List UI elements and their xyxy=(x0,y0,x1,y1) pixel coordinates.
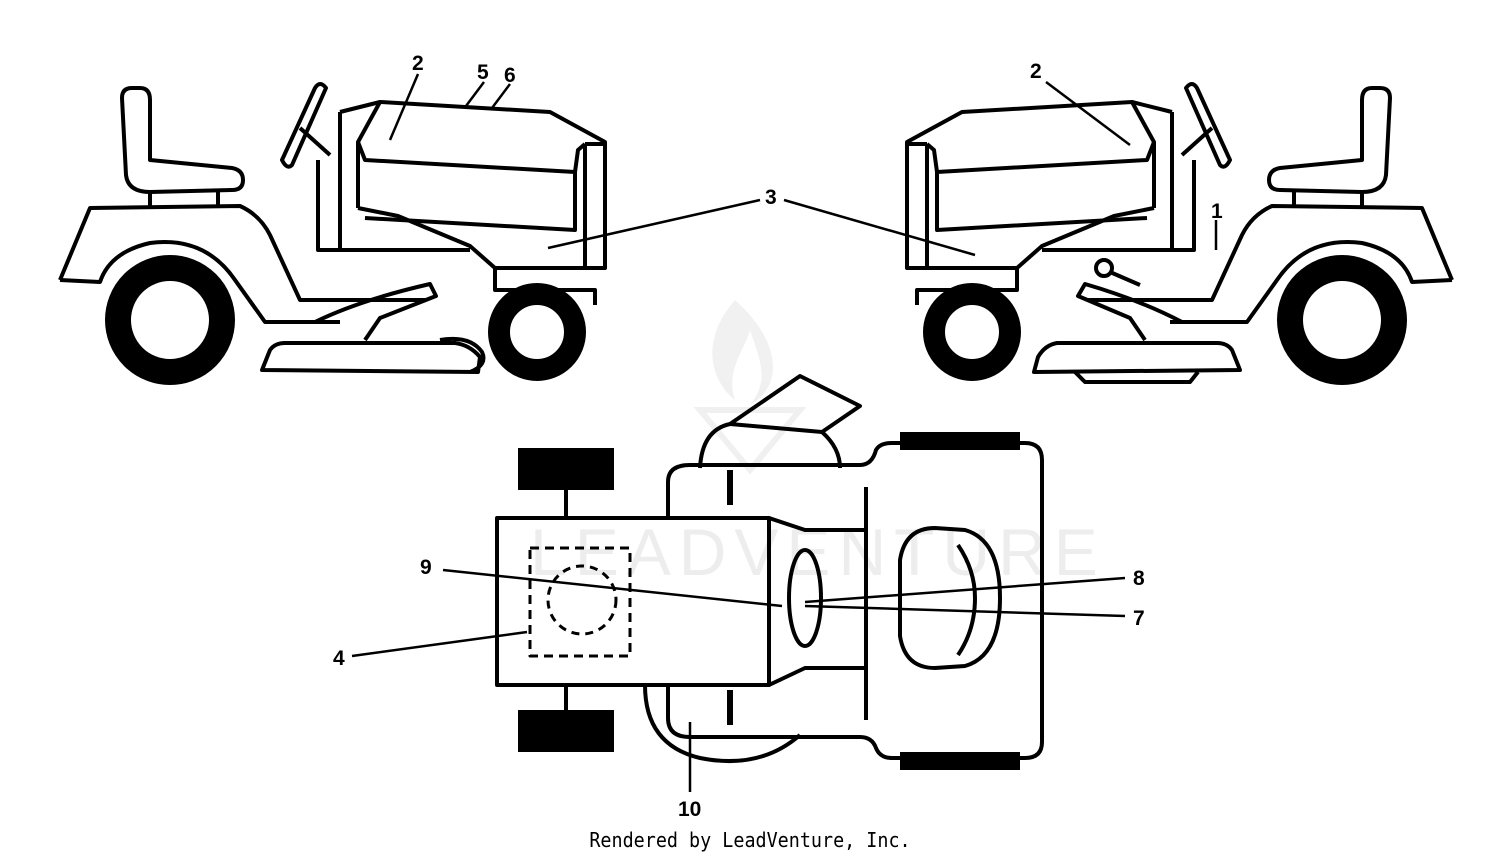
left-seat xyxy=(120,86,245,194)
callout-10: 10 xyxy=(678,798,701,821)
right-hood xyxy=(905,100,1173,270)
left-rear-fender xyxy=(58,204,425,302)
callout-4: 4 xyxy=(333,647,345,670)
right-lift-lever-knob xyxy=(1094,258,1114,278)
callout-2-left: 2 xyxy=(412,52,424,75)
right-steering-wheel xyxy=(1184,82,1232,169)
left-hood xyxy=(339,100,607,270)
right-seat xyxy=(1267,86,1392,194)
callout-5: 5 xyxy=(477,61,489,84)
left-side-view xyxy=(58,82,607,385)
callout-8: 8 xyxy=(1133,567,1145,590)
top-steering-wheel xyxy=(787,548,823,648)
callout-9: 9 xyxy=(420,556,432,579)
watermark-text: LEADVENTURE xyxy=(530,515,1106,589)
top-discharge-chute xyxy=(698,374,862,469)
top-dash xyxy=(768,516,866,687)
left-steering-wheel xyxy=(280,82,328,169)
top-rear-wheel-lower xyxy=(900,752,1020,770)
top-decal-area-square xyxy=(528,546,632,658)
top-front-wheel-upper xyxy=(518,448,614,490)
right-rear-fender xyxy=(1088,204,1454,302)
top-body xyxy=(666,441,1044,760)
right-mower-deck xyxy=(1032,341,1242,374)
callout-3: 3 xyxy=(765,186,777,209)
top-front-wheel-lower xyxy=(518,710,614,752)
right-side-view xyxy=(905,82,1454,385)
leader-lines xyxy=(351,73,1218,792)
top-seat xyxy=(898,526,1002,670)
top-decal-area-circle xyxy=(546,564,618,636)
render-credit: Rendered by LeadVenture, Inc. xyxy=(589,828,911,852)
watermark-chevron-icon xyxy=(693,407,807,475)
right-front-wheel xyxy=(923,283,1021,381)
callout-1: 1 xyxy=(1211,200,1223,223)
callout-labels: 1 2 2 3 4 5 6 7 8 9 10 xyxy=(333,52,1223,821)
left-mower-deck xyxy=(260,341,482,374)
right-rear-wheel xyxy=(1277,255,1407,385)
callout-6: 6 xyxy=(504,64,516,87)
watermark: LEADVENTURE xyxy=(530,300,1106,589)
callout-7: 7 xyxy=(1133,607,1145,630)
top-deck-lower-curve xyxy=(643,684,802,764)
top-view xyxy=(495,374,1044,770)
callout-2-right: 2 xyxy=(1030,60,1042,83)
left-front-wheel xyxy=(488,283,586,381)
watermark-flame-icon xyxy=(712,300,773,405)
left-rear-wheel xyxy=(105,255,235,385)
top-hood xyxy=(495,516,771,687)
